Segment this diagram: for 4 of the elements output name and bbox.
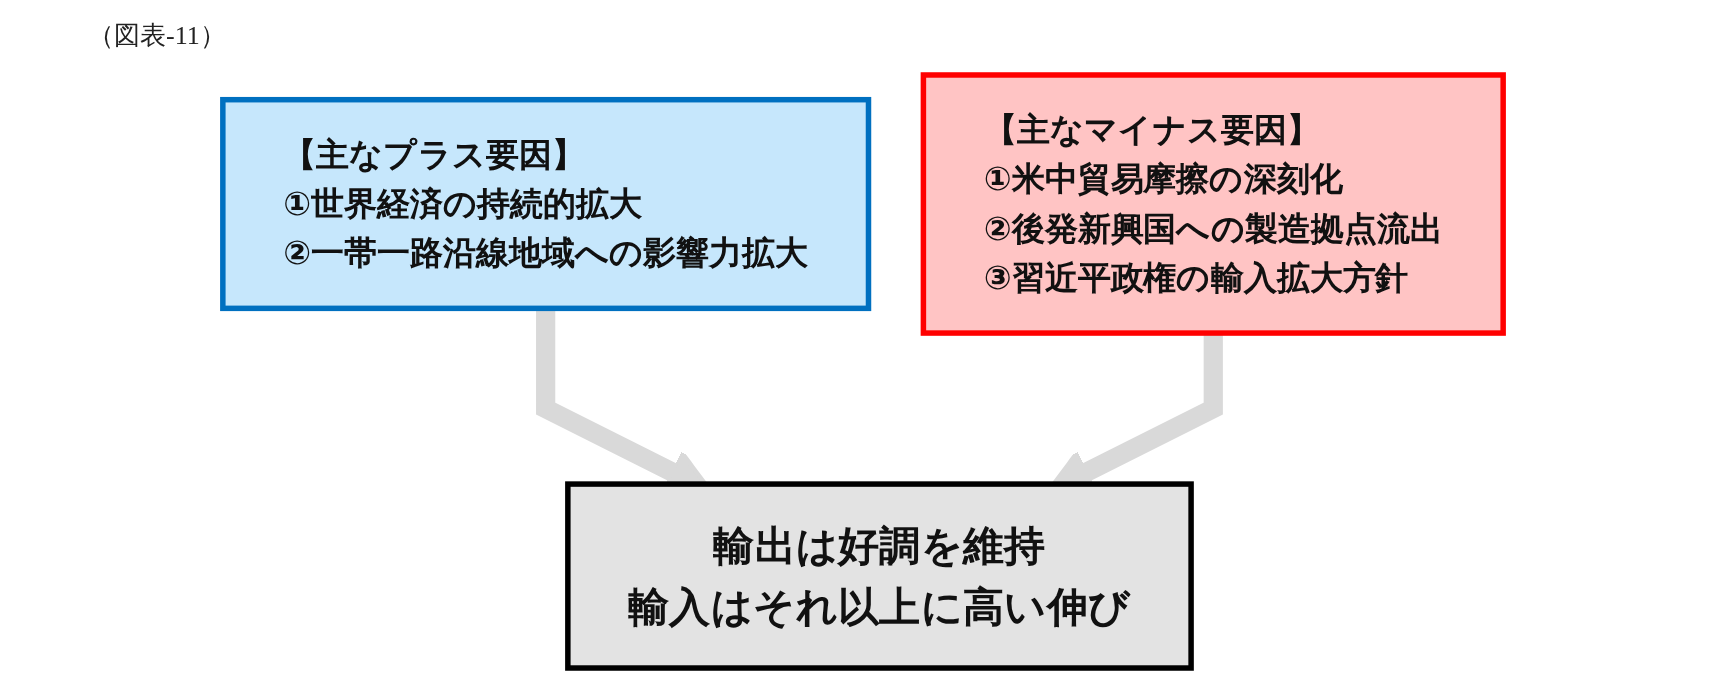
node-box: 輸出は好調を維持 輸入はそれ以上に高い伸び bbox=[565, 481, 1194, 671]
figure-title: （図表-11） bbox=[88, 20, 226, 52]
node-box: 【主なプラス要因】 ①世界経済の持続的拡大 ②一帯一路沿線地域への影響力拡大 bbox=[220, 96, 872, 312]
node-box: 【主なマイナス要因】 ①米中貿易摩擦の深刻化 ②後発新興国への製造拠点流出 ③習近平政権の輸入拡大方針 bbox=[920, 72, 1506, 336]
